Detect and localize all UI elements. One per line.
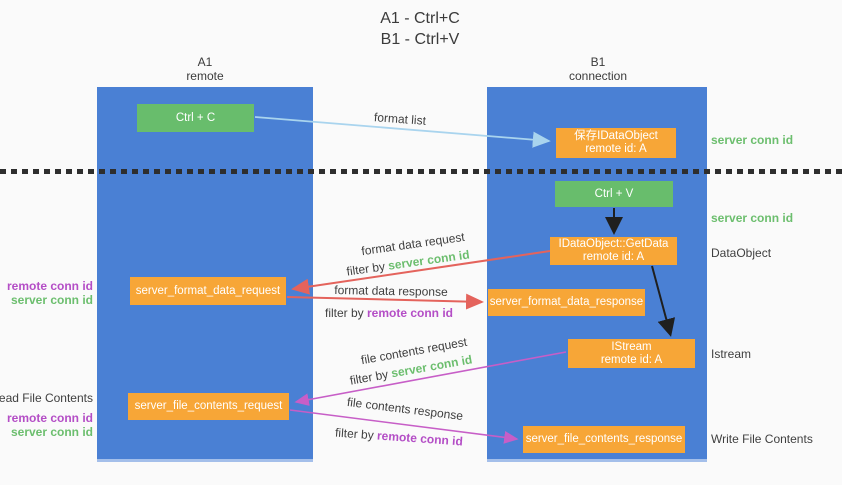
node-server-file-contents-request: server_file_contents_request <box>128 393 289 420</box>
server-file-contents-request-label: server_file_contents_request <box>134 400 283 412</box>
annotation-istream: Istream <box>711 347 752 361</box>
node-server-format-data-response: server_format_data_response <box>488 289 645 316</box>
annotation-dataobject: DataObject <box>711 246 772 260</box>
annotation-server-conn-id-top: server conn id <box>711 133 794 147</box>
lifeline-header-a1: A1 remote <box>145 55 265 83</box>
node-server-format-data-request: server_format_data_request <box>130 277 286 305</box>
label-filter-by-remote-conn-id-1: filter by remote conn id <box>325 306 453 320</box>
node-ctrl-c: Ctrl + C <box>137 104 254 132</box>
arrow-file-contents-request <box>294 351 567 406</box>
remote-conn-id-text: remote conn id <box>367 306 454 320</box>
arrow-format-data-response <box>286 293 484 310</box>
lifeline-a1-role: remote <box>186 69 224 83</box>
arrow-getdata-to-istream <box>651 265 676 337</box>
server-file-contents-response-label: server_file_contents_response <box>525 433 683 445</box>
ctrl-v-label: Ctrl + V <box>594 187 634 200</box>
node-ctrl-v: Ctrl + V <box>555 181 673 207</box>
annotation-server-conn-id-1: server conn id <box>10 293 93 307</box>
annotation-read-file-contents: Read File Contents <box>0 391 93 405</box>
annotation-server-conn-id-2: server conn id <box>10 425 93 439</box>
server-format-data-response-label: server_format_data_response <box>489 296 644 308</box>
title-line-1: A1 - Ctrl+C <box>380 10 460 27</box>
node-idataobject-getdata: IDataObject::GetData remote id: A <box>550 237 677 265</box>
annotation-remote-conn-id-1: remote conn id <box>6 279 93 293</box>
node-istream: IStream remote id: A <box>568 339 695 368</box>
annotation-server-conn-id-mid: server conn id <box>711 211 794 225</box>
node-server-file-contents-response: server_file_contents_response <box>523 426 685 453</box>
filter-by-text: filter by <box>334 425 378 443</box>
server-format-data-request-label: server_format_data_request <box>135 284 281 297</box>
lifeline-b1-role: connection <box>568 69 628 83</box>
ctrl-c-label: Ctrl + C <box>175 111 216 124</box>
getdata-line1: IDataObject::GetData <box>558 238 669 250</box>
arrow-file-contents-response <box>289 409 519 444</box>
istream-line2: remote id: A <box>600 353 663 366</box>
arrow-format-list <box>254 116 551 148</box>
save-idataobject-line2: remote id: A <box>585 143 647 155</box>
session-separator-dotted-line <box>0 169 842 174</box>
getdata-line2: remote id: A <box>582 251 645 263</box>
label-format-data-response: format data response <box>334 283 448 299</box>
lifeline-b1-name: B1 <box>590 55 606 69</box>
node-save-idataobject: 保存IDataObject remote id: A <box>556 128 676 158</box>
diagram-title: A1 - Ctrl+C B1 - Ctrl+V <box>300 8 540 50</box>
filter-by-text: filter by <box>324 306 367 320</box>
lifeline-a1-name: A1 <box>197 55 213 69</box>
arrow-format-data-request <box>291 250 551 295</box>
annotation-remote-conn-id-2: remote conn id <box>6 411 93 425</box>
title-line-2: B1 - Ctrl+V <box>380 31 460 48</box>
annotation-write-file-contents: Write File Contents <box>711 432 813 446</box>
save-idataobject-line1: 保存IDataObject <box>574 130 658 142</box>
lifeline-header-b1: B1 connection <box>538 55 658 83</box>
istream-line1: IStream <box>611 340 652 353</box>
